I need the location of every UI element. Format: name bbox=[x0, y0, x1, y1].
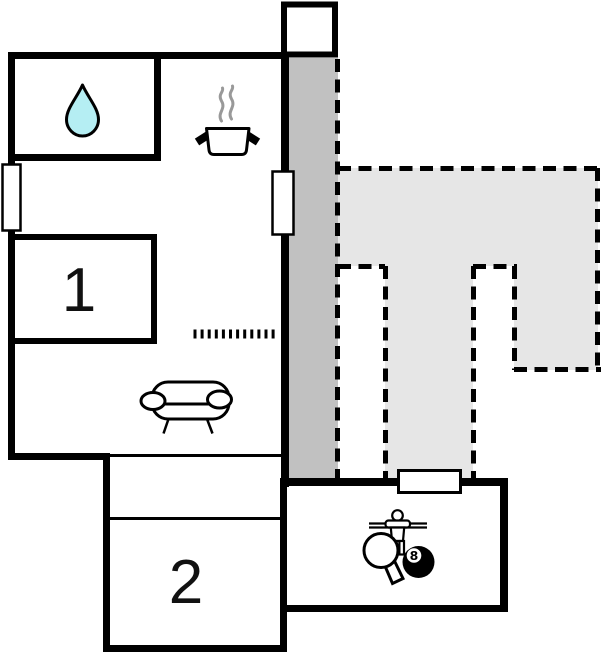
wall-bedroom1-right bbox=[151, 234, 157, 344]
table-tennis-paddle-icon bbox=[362, 532, 406, 586]
window-left bbox=[1, 163, 22, 232]
wall-gameroom-right bbox=[500, 478, 508, 612]
wall-bedroom1-bottom bbox=[8, 338, 157, 344]
steam-icon bbox=[218, 84, 235, 123]
wall-bedroom2-divider bbox=[110, 517, 280, 520]
openings bbox=[1, 163, 462, 494]
wall-hallway-top bbox=[110, 454, 281, 457]
cooking-pot-icon bbox=[194, 84, 261, 156]
wall-lower-bottom bbox=[103, 645, 287, 652]
wall-bedroom1-top bbox=[8, 234, 157, 240]
wall-top bbox=[8, 52, 288, 59]
bedroom1-label: 1 bbox=[62, 256, 96, 325]
walls bbox=[8, 52, 508, 652]
covered-terrace-area bbox=[289, 58, 338, 478]
door-gameroom bbox=[397, 469, 462, 494]
wall-bathroom-bottom bbox=[8, 154, 161, 161]
sofa-icon bbox=[139, 380, 233, 434]
terrace-dashed-border bbox=[335, 59, 601, 478]
eight-ball-number: 8 bbox=[410, 548, 419, 563]
chimney bbox=[281, 1, 338, 58]
wall-left bbox=[8, 52, 15, 460]
window-right bbox=[271, 170, 295, 236]
open-terrace-area bbox=[338, 168, 598, 478]
wall-bathroom-right bbox=[154, 58, 161, 161]
billiard-8-ball-icon: 8 bbox=[402, 546, 435, 578]
terrace-areas bbox=[289, 58, 598, 478]
wall-right bbox=[281, 52, 289, 487]
wall-gameroom-top bbox=[280, 478, 508, 486]
water-drop-icon bbox=[65, 83, 100, 138]
bedroom2-label: 2 bbox=[169, 548, 203, 617]
wall-bottom-left bbox=[8, 453, 110, 460]
wall-lower-left bbox=[103, 453, 110, 652]
wall-gameroom-bottom bbox=[280, 605, 508, 612]
wall-lower-right bbox=[280, 478, 287, 652]
